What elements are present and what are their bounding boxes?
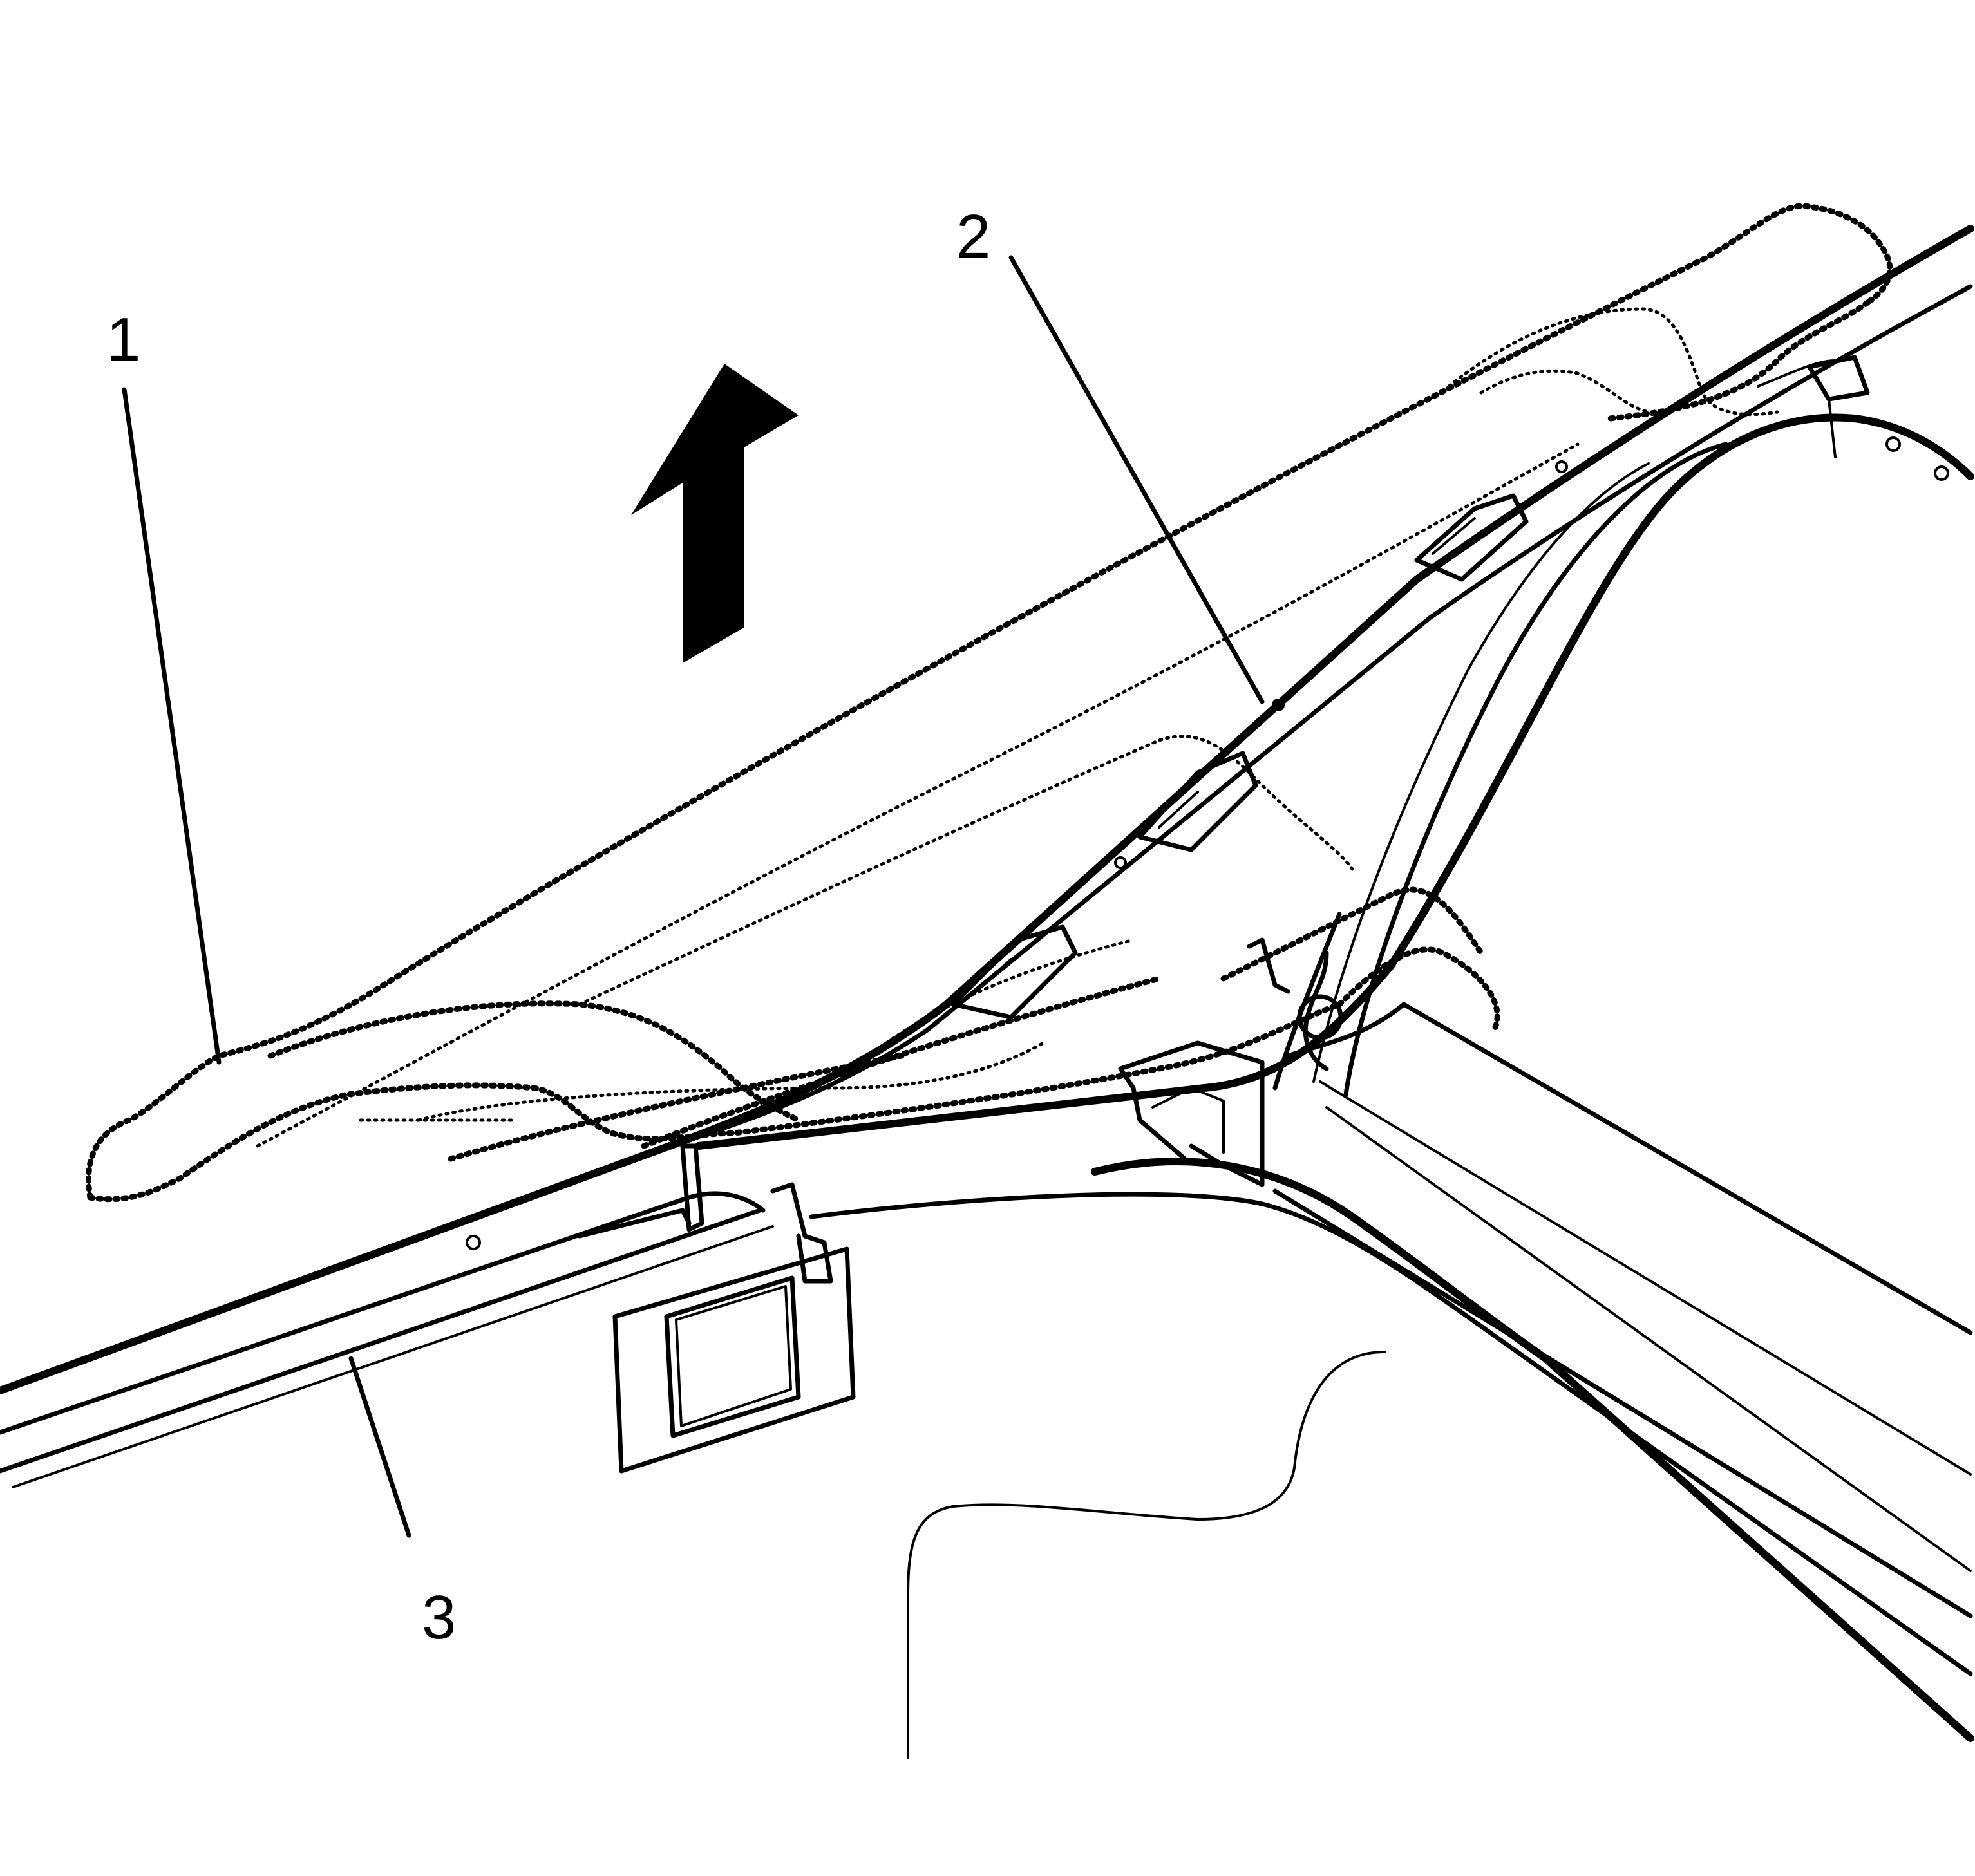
leader-line-2	[1008, 255, 1265, 704]
access-panel	[612, 1246, 856, 1474]
retainer-clips	[466, 436, 1949, 1250]
leader-lines	[122, 255, 1265, 1538]
headliner-outline	[86, 203, 1893, 1203]
leader-line-1	[122, 387, 222, 1065]
callout-3: 3	[422, 1583, 456, 1652]
callout-1: 1	[106, 305, 140, 374]
latch-bracket	[680, 1040, 1265, 1284]
headliner-inner-contour	[256, 307, 1779, 1148]
callout-2: 2	[956, 202, 990, 271]
vehicle-body-structure	[0, 225, 1974, 1759]
upper-right-bracket	[1757, 355, 1870, 458]
leader-line-3	[348, 1356, 411, 1538]
up-arrow-icon	[631, 364, 799, 663]
